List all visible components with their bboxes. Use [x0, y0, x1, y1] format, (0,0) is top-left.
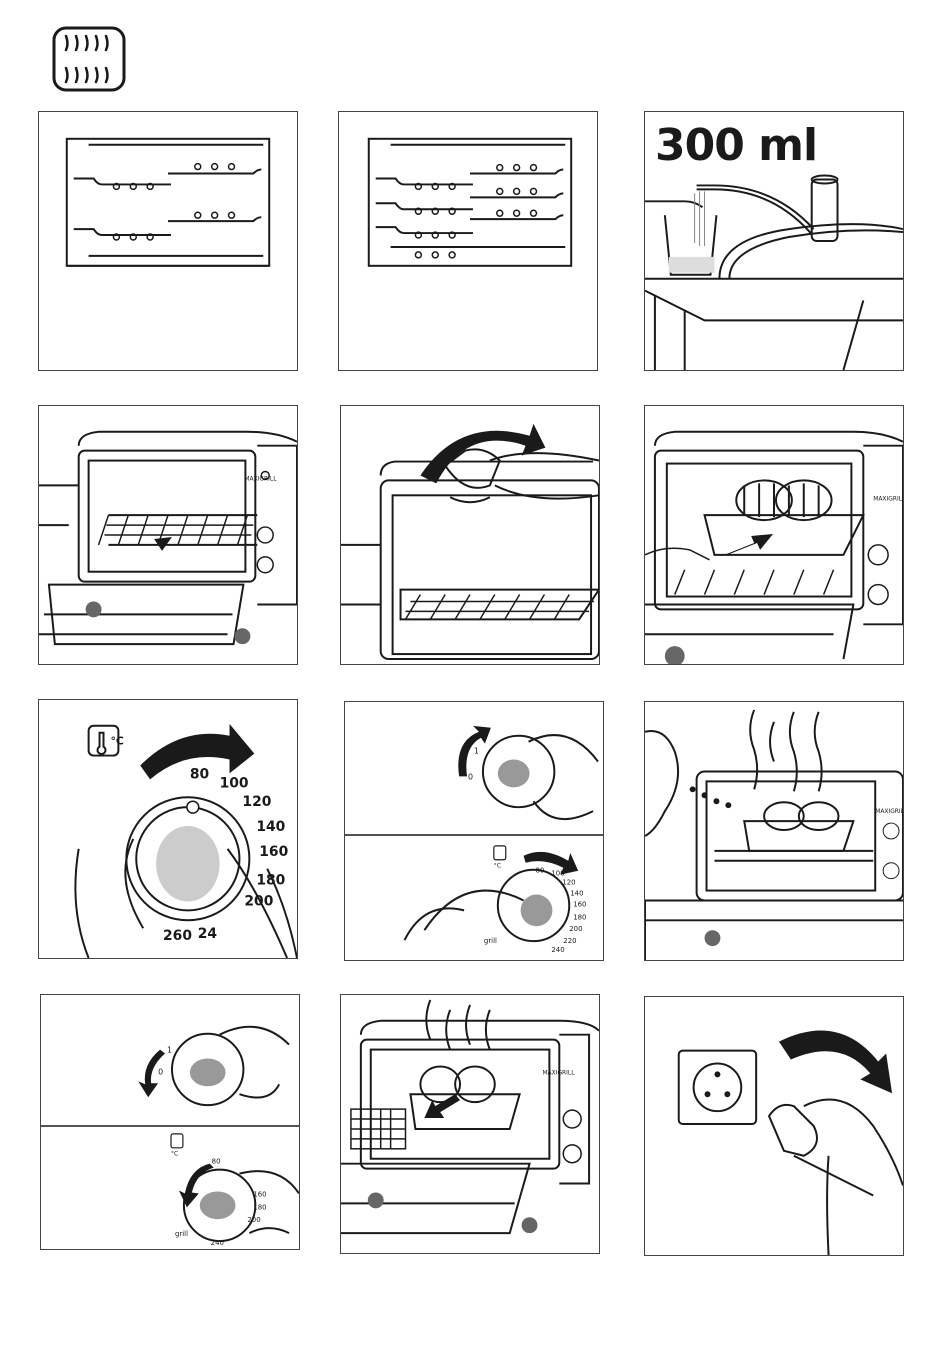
reset-mark-0: 0: [158, 1067, 163, 1076]
insert-rack-panel: MAXIGRILL: [38, 405, 298, 665]
scale-180: 180: [256, 873, 285, 889]
dial2-100: 100: [551, 870, 564, 878]
scale-80: 80: [190, 766, 209, 782]
scale-100: 100: [220, 775, 249, 791]
oven-brand-label-4: MAXIGRILL: [542, 1069, 575, 1076]
rack-positions-panel-a: [38, 111, 298, 371]
dial2-240: 240: [551, 946, 564, 954]
oven-brand-label-2: MAXIGRILL: [873, 495, 903, 502]
dial2-180: 180: [573, 913, 586, 921]
scale-260: 260: [163, 928, 192, 944]
dial2-unit: °C: [494, 863, 501, 870]
reset-200: 200: [247, 1216, 260, 1224]
dial1-mark-0: 0: [468, 772, 473, 781]
dial2-grill: grill: [484, 937, 497, 945]
reset-80: 80: [212, 1158, 221, 1166]
scale-160: 160: [259, 844, 288, 860]
insert-roast-panel: MAXIGRILL: [644, 405, 904, 665]
dial2-220: 220: [563, 937, 576, 945]
dial2-120: 120: [562, 879, 575, 887]
dial2-200: 200: [569, 925, 582, 933]
thermostat-dial-panel: °C 80 100 120 140 160 180 200 260 24: [38, 699, 298, 959]
pour-water-panel: [340, 405, 600, 665]
dial2-160: 160: [573, 900, 586, 908]
dial1-mark-1: 1: [474, 747, 479, 756]
reset-240: 240: [211, 1239, 224, 1247]
oven-brand-label: MAXIGRILL: [244, 475, 277, 482]
reset-grill: grill: [175, 1230, 188, 1238]
reset-180: 180: [253, 1203, 266, 1211]
oven-brand-label-3: MAXIGRILL: [875, 808, 903, 815]
scale-140: 140: [256, 819, 285, 835]
reset-160: 160: [253, 1190, 266, 1198]
unplug-panel: [644, 996, 904, 1256]
scale-24: 24: [198, 926, 218, 942]
scale-120: 120: [242, 794, 271, 810]
dial2-140: 140: [570, 890, 583, 898]
scale-200: 200: [244, 893, 273, 909]
reset-mark-1: 1: [167, 1046, 172, 1055]
water-fill-panel: 300 ml: [644, 111, 904, 371]
smell-check-panel: MAXIGRILL: [644, 701, 904, 961]
remove-roast-panel: MAXIGRILL: [340, 994, 600, 1254]
reset-dials-panel: 1 0 °C 80 160 180 200 240 grill: [40, 994, 300, 1250]
set-dials-panel: 1 0 °C 80 100 120 140 160 180 200 220 24…: [344, 701, 604, 961]
dial2-80: 80: [536, 867, 545, 875]
grill-heating-icon: [52, 26, 126, 92]
thermo-unit-label: °C: [110, 735, 123, 748]
rack-positions-panel-b: [338, 111, 598, 371]
reset-unit: °C: [171, 1151, 178, 1158]
